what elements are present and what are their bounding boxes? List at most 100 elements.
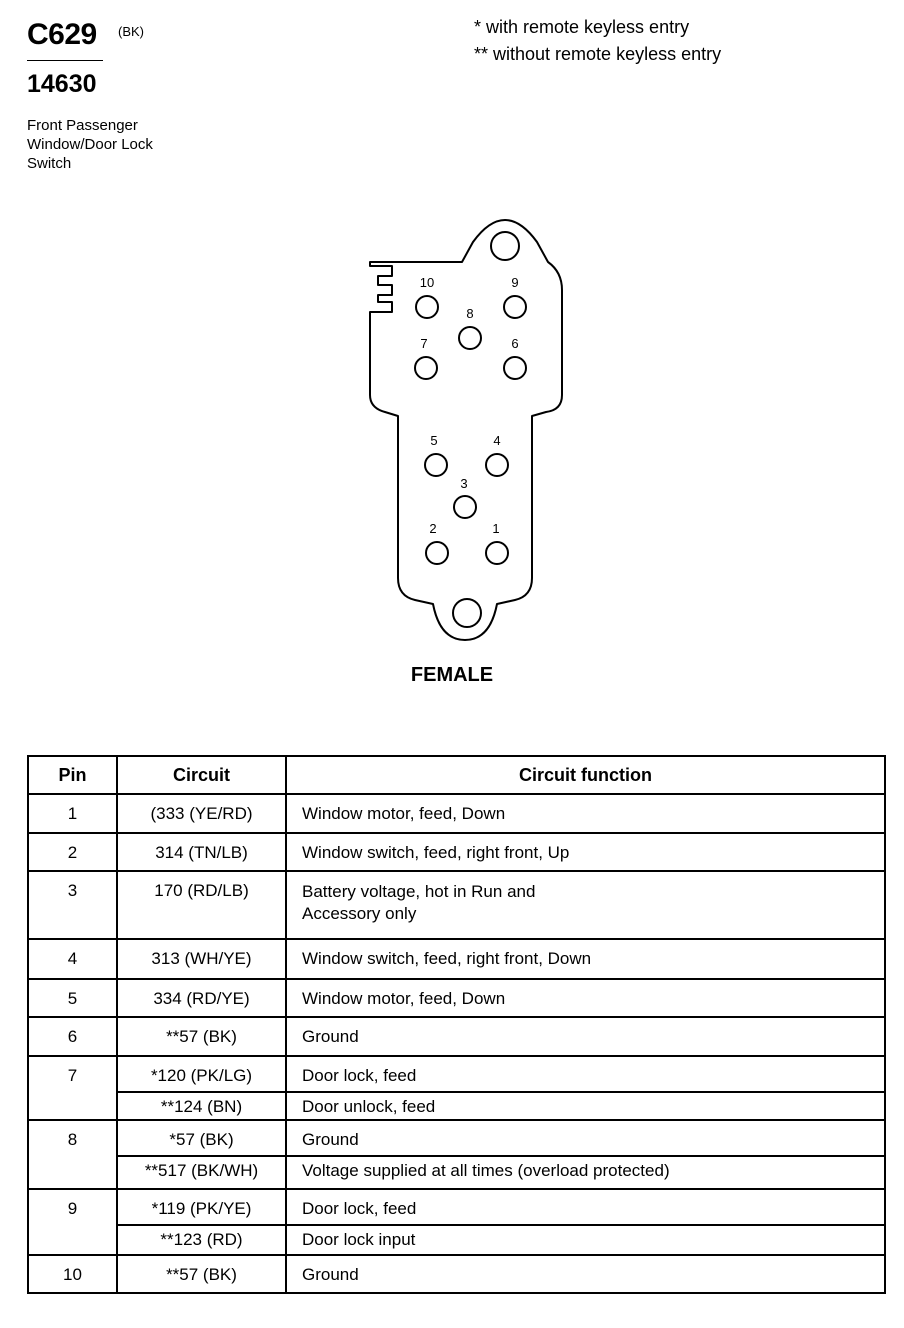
pin-number: 9 (511, 275, 518, 290)
table-row: 5 334 (RD/YE) Window motor, feed, Down (27, 978, 886, 1018)
pin-cell: 1 (27, 793, 118, 834)
circuit-cell: 170 (RD/LB) (116, 870, 287, 940)
pin-2: 2 (425, 521, 449, 565)
pin-number: 5 (430, 433, 437, 448)
function-cell: Door lock, feed (285, 1055, 886, 1093)
note-no-remote-keyless: ** without remote keyless entry (474, 44, 722, 64)
pin-4: 4 (485, 433, 509, 477)
pin-cavity (503, 356, 527, 380)
pin-cavity (485, 541, 509, 565)
circuit-cell: 313 (WH/YE) (116, 938, 287, 980)
pin-cell: 9 (27, 1188, 118, 1256)
pin-cell: 2 (27, 832, 118, 872)
pin-5: 5 (424, 433, 448, 477)
circuit-cell: **57 (BK) (116, 1254, 287, 1294)
pin-8: 8 (458, 306, 482, 350)
pin-cavity (415, 295, 439, 319)
column-header-circuit-function: Circuit function (285, 755, 886, 795)
header-divider (27, 60, 103, 61)
connector-gender-label: FEMALE (410, 664, 494, 686)
column-header-circuit: Circuit (116, 755, 287, 795)
function-cell: Window motor, feed, Down (285, 793, 886, 834)
table-row: **517 (BK/WH) Voltage supplied at all ti… (28, 1155, 886, 1190)
function-cell: Ground (285, 1119, 886, 1157)
pin-cavity (414, 356, 438, 380)
pin-cavity (485, 453, 509, 477)
pin-7: 7 (414, 336, 438, 380)
connector-outline (369, 219, 563, 641)
pin-cell: 5 (27, 978, 118, 1018)
column-header-pin: Pin (27, 755, 118, 795)
function-cell: Door lock input (285, 1224, 886, 1256)
pin-cavity (453, 495, 477, 519)
function-cell: Ground (285, 1016, 886, 1057)
connector-face-diagram: 10 9 8 7 6 5 4 3 2 1 (369, 219, 563, 641)
pin-cell: 3 (27, 870, 118, 940)
circuit-cell: *120 (PK/LG) (116, 1055, 287, 1093)
pin-cavity (425, 541, 449, 565)
pin-number: 3 (460, 476, 467, 491)
connector-color-tag: (BK) (118, 24, 144, 39)
pin-cavity (458, 326, 482, 350)
description-line: Front Passenger (27, 117, 138, 134)
circuit-cell: **517 (BK/WH) (116, 1155, 287, 1190)
circuit-cell: **124 (BN) (116, 1091, 287, 1121)
pin-6: 6 (503, 336, 527, 380)
pin-number: 10 (420, 275, 434, 290)
pin-number: 8 (466, 306, 473, 321)
circuit-cell: 334 (RD/YE) (116, 978, 287, 1018)
pin-3: 3 (453, 476, 477, 519)
description-line: Switch (27, 155, 72, 172)
pin-number: 4 (493, 433, 500, 448)
pin-cell: 6 (27, 1016, 118, 1057)
function-cell: Door lock, feed (285, 1188, 886, 1226)
circuit-cell: **123 (RD) (116, 1224, 287, 1256)
connector-code: C629 (27, 18, 97, 51)
function-cell: Door unlock, feed (285, 1091, 886, 1121)
function-cell: Battery voltage, hot in Run and Accessor… (285, 870, 886, 940)
function-cell: Window switch, feed, right front, Up (285, 832, 886, 872)
table-row: 10 **57 (BK) Ground (27, 1254, 886, 1294)
circuit-cell: **57 (BK) (116, 1016, 287, 1057)
table-header-row: Pin Circuit Circuit function (27, 755, 886, 795)
pinout-table: Pin Circuit Circuit function 1 (333 (YE/… (27, 755, 886, 1294)
function-cell: Voltage supplied at all times (overload … (285, 1155, 886, 1190)
pin-number: 7 (420, 336, 427, 351)
circuit-cell: 314 (TN/LB) (116, 832, 287, 872)
table-row: **123 (RD) Door lock input (28, 1224, 886, 1256)
description-line: Window/Door Lock (27, 136, 153, 153)
pin-9: 9 (503, 275, 527, 319)
footnotes: * with remote keyless entry ** without r… (474, 14, 721, 68)
pin-cell: 10 (27, 1254, 118, 1294)
function-line: Battery voltage, hot in Run and (302, 882, 536, 901)
table-row: 7 *120 (PK/LG) Door lock, feed (27, 1055, 886, 1121)
table-row: 9 *119 (PK/YE) Door lock, feed (27, 1188, 886, 1256)
table-row: **124 (BN) Door unlock, feed (28, 1091, 886, 1121)
table-row: 2 314 (TN/LB) Window switch, feed, right… (27, 832, 886, 872)
pin-cavity (424, 453, 448, 477)
pin-number: 6 (511, 336, 518, 351)
function-cell: Window motor, feed, Down (285, 978, 886, 1018)
mounting-hole-top (490, 231, 520, 261)
table-row: 3 170 (RD/LB) Battery voltage, hot in Ru… (27, 870, 886, 940)
pin-number: 1 (492, 521, 499, 536)
table-row: 6 **57 (BK) Ground (27, 1016, 886, 1057)
circuit-cell: (333 (YE/RD) (116, 793, 287, 834)
pin-number: 2 (429, 521, 436, 536)
function-cell: Ground (285, 1254, 886, 1294)
pin-cell: 4 (27, 938, 118, 980)
function-cell: Window switch, feed, right front, Down (285, 938, 886, 980)
circuit-cell: *57 (BK) (116, 1119, 287, 1157)
part-number: 14630 (27, 70, 97, 98)
table-row: 1 (333 (YE/RD) Window motor, feed, Down (27, 793, 886, 834)
mounting-hole-bottom (452, 598, 482, 628)
pin-cell: 7 (27, 1055, 118, 1121)
table-row: 4 313 (WH/YE) Window switch, feed, right… (27, 938, 886, 980)
note-remote-keyless: * with remote keyless entry (474, 17, 690, 37)
component-description: Front Passenger Window/Door Lock Switch (27, 116, 153, 173)
pin-1: 1 (485, 521, 509, 565)
table-row: 8 *57 (BK) Ground (27, 1119, 886, 1190)
pin-cavity (503, 295, 527, 319)
function-line: Accessory only (302, 904, 417, 923)
pin-cell: 8 (27, 1119, 118, 1190)
